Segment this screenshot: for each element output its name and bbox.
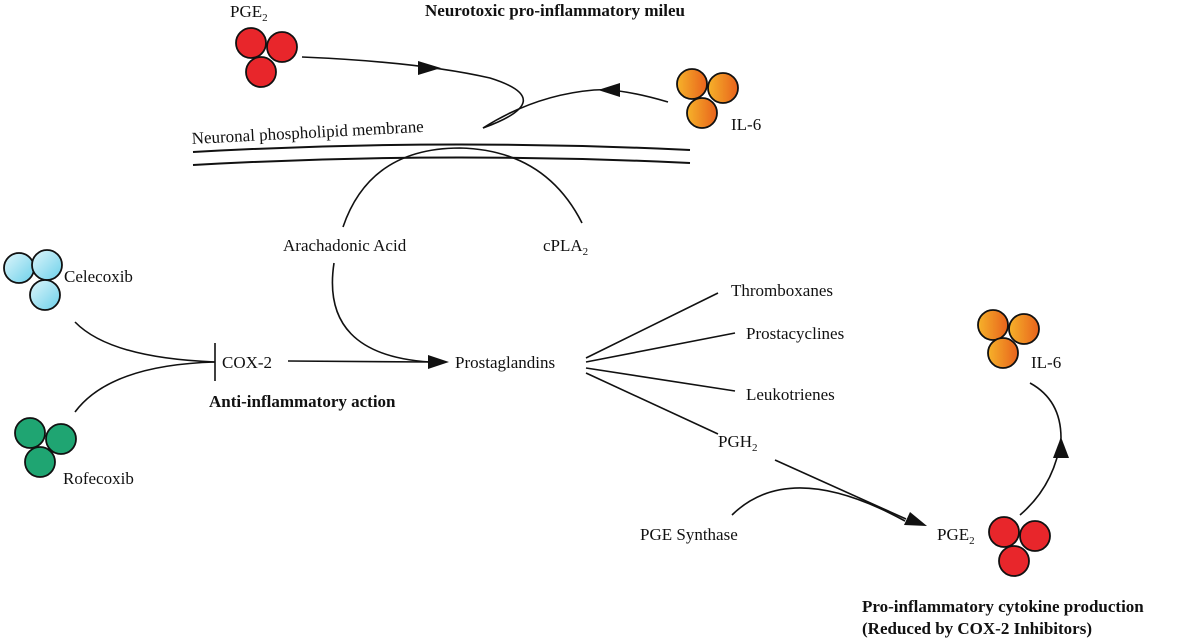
il6-bottom-label: IL-6 xyxy=(1031,353,1061,372)
branch-leukotrienes xyxy=(585,367,736,392)
pge2-arrowhead xyxy=(418,61,441,75)
rofecoxib-ball-2 xyxy=(45,423,77,455)
pge2-top-molecule xyxy=(235,27,298,88)
celecoxib-inhibition-curve xyxy=(74,321,216,363)
il6-bottom-ball-3 xyxy=(987,337,1019,369)
prostaglandins-label: Prostaglandins xyxy=(455,353,555,372)
il6-top-ball-1 xyxy=(676,68,708,100)
thromboxanes-label: Thromboxanes xyxy=(731,281,833,300)
celecoxib-ball-2 xyxy=(31,249,63,281)
pge-synthase-curve xyxy=(731,487,906,522)
pge2-bottom-ball-2 xyxy=(1019,520,1051,552)
pgh2-label: PGH2 xyxy=(718,432,758,454)
il6-arrowhead xyxy=(598,83,620,97)
pge2-bottom-ball-3 xyxy=(998,545,1030,577)
branch-pgh2 xyxy=(585,372,719,435)
pge2-bottom-label: PGE2 xyxy=(937,525,975,547)
branch-prostacyclines xyxy=(585,332,736,363)
membrane-label: Neuronal phospholipid membrane xyxy=(191,117,424,148)
cox2-to-prostaglandins xyxy=(287,360,431,363)
celecoxib-ball-3 xyxy=(29,279,61,311)
il6-top-ball-2 xyxy=(707,72,739,104)
footer-line-1: Pro-inflammatory cytokine production xyxy=(862,597,1144,616)
pge2-to-il6-curve xyxy=(1019,382,1062,516)
il6-top-ball-3 xyxy=(686,97,718,129)
il6-bottom-molecule xyxy=(977,309,1040,369)
footer-line-2: (Reduced by COX-2 Inhibitors) xyxy=(862,619,1092,638)
arachidonic-acid-label: Arachadonic Acid xyxy=(283,236,407,255)
anti-inflammatory-label: Anti-inflammatory action xyxy=(209,392,396,411)
pge2-top-label: PGE2 xyxy=(230,2,268,24)
il6-bottom-ball-1 xyxy=(977,309,1009,341)
il6-bottom-ball-2 xyxy=(1008,313,1040,345)
pgh2-arrowhead xyxy=(904,512,927,526)
il6-top-label: IL-6 xyxy=(731,115,761,134)
rofecoxib-label: Rofecoxib xyxy=(63,469,134,488)
diagram-title: Neurotoxic pro-inflammatory mileu xyxy=(425,1,685,20)
rofecoxib-molecule xyxy=(14,417,77,478)
rofecoxib-ball-3 xyxy=(24,446,56,478)
membrane-arch xyxy=(342,147,583,228)
prostaglandins-arrowhead xyxy=(428,355,449,369)
celecoxib-label: Celecoxib xyxy=(64,267,133,286)
leukotrienes-label: Leukotrienes xyxy=(746,385,835,404)
pge2-top-ball-3 xyxy=(245,56,277,88)
rofecoxib-ball-1 xyxy=(14,417,46,449)
membrane-line-upper xyxy=(192,143,691,153)
il6-bottom-arrowhead xyxy=(1053,437,1069,458)
celecoxib-ball-1 xyxy=(3,252,35,284)
prostacyclines-label: Prostacyclines xyxy=(746,324,844,343)
pge2-top-ball-2 xyxy=(266,31,298,63)
cpla2-label: cPLA2 xyxy=(543,236,588,258)
rofecoxib-inhibition-curve xyxy=(74,361,216,413)
pge-synthase-label: PGE Synthase xyxy=(640,525,738,544)
celecoxib-molecule xyxy=(3,249,63,311)
branch-thromboxanes xyxy=(585,292,719,359)
pgh2-to-pge2 xyxy=(774,459,907,520)
pge2-bottom-ball-1 xyxy=(988,516,1020,548)
pge2-top-ball-1 xyxy=(235,27,267,59)
il6-top-molecule xyxy=(676,68,739,129)
il6-to-membrane-curve xyxy=(482,88,669,129)
arachidonic-to-prostaglandins xyxy=(331,262,431,363)
membrane-line-lower xyxy=(192,156,691,166)
pge2-bottom-molecule xyxy=(988,516,1051,577)
cox2-label: COX-2 xyxy=(222,353,272,372)
